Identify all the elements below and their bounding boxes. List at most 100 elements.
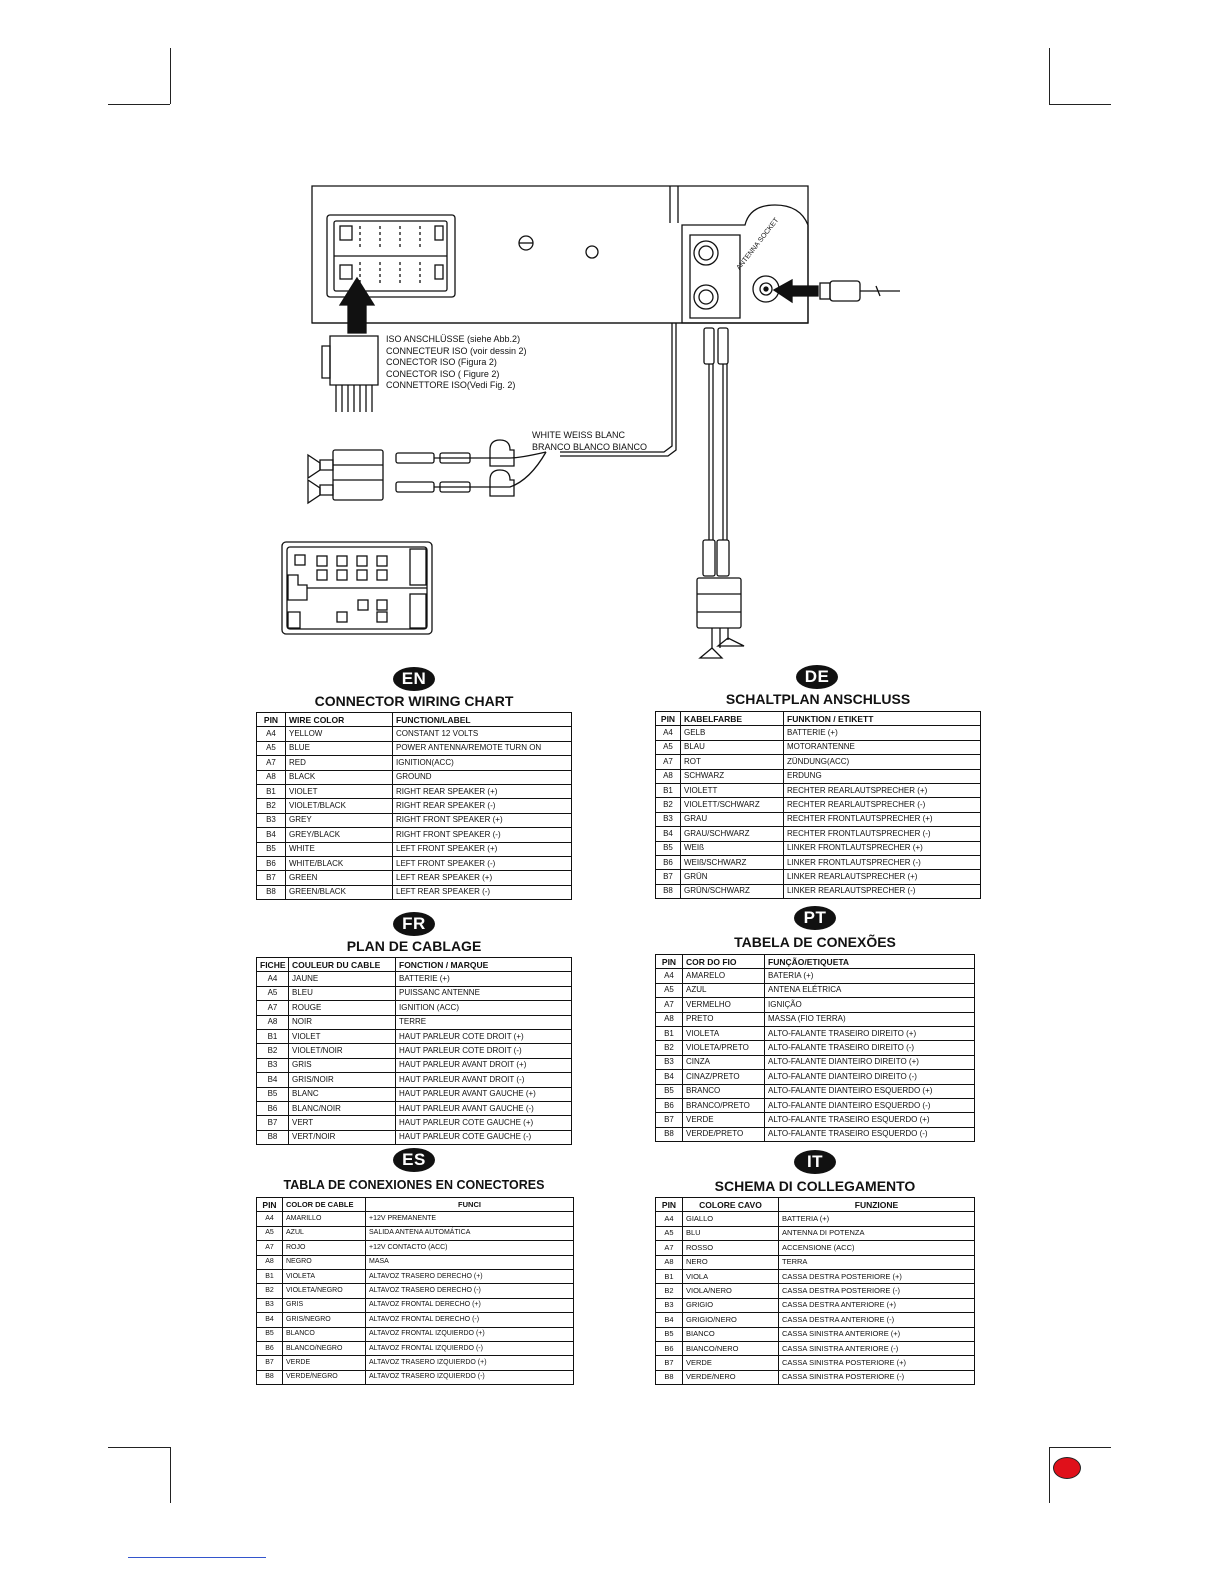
pin-cell: B6 (655, 854, 681, 871)
function-cell: +12V PREMANENTE (365, 1211, 574, 1227)
function-cell: MASSA (FIO TERRA) (764, 1011, 975, 1027)
pin-cell: A5 (256, 740, 286, 757)
badge-fr: FR (393, 912, 435, 936)
pin-cell: B2 (256, 1283, 283, 1299)
crop-mark (108, 1447, 170, 1448)
crop-mark (170, 48, 171, 104)
header-color: COLOR DE CABLE (282, 1196, 366, 1213)
wire-color-cell: BLANCO (282, 1326, 366, 1342)
function-cell: CONSTANT 12 VOLTS (392, 726, 572, 742)
wire-color-cell: NOIR (288, 1014, 396, 1030)
function-cell: ALTO-FALANTE DIANTEIRO DIREITO (+) (764, 1054, 975, 1071)
white-cable-label: BRANCO BLANCO BIANCO (532, 442, 648, 452)
wire-color-cell: SCHWARZ (680, 768, 784, 784)
function-cell: CASSA DESTRA POSTERIORE (-) (778, 1283, 975, 1299)
function-cell: ALTO-FALANTE DIANTEIRO ESQUERDO (-) (764, 1097, 975, 1114)
function-cell: CASSA SINISTRA ANTERIORE (+) (778, 1326, 975, 1342)
wire-color-cell: GREEN/BLACK (285, 884, 393, 901)
antenna-panel (681, 204, 809, 324)
rca-vertical-pair (696, 327, 745, 659)
function-cell: CASSA SINISTRA POSTERIORE (+) (778, 1355, 975, 1371)
wire-color-cell: WEIß (680, 840, 784, 856)
function-cell: RECHTER FRONTLAUTSPRECHER (-) (783, 826, 981, 842)
title-fr: PLAN DE CABLAGE (346, 938, 482, 954)
function-cell: CASSA DESTRA ANTERIORE (-) (778, 1312, 975, 1328)
badge-it: IT (794, 1150, 836, 1174)
function-cell: ALTAVOZ TRASERO IZQUIERDO (+) (365, 1355, 574, 1371)
badge-pt: PT (794, 906, 836, 930)
function-cell: LINKER FRONTLAUTSPRECHER (+) (783, 840, 981, 856)
pin-cell: B8 (256, 1129, 289, 1146)
pin-cell: A5 (256, 985, 289, 1002)
header-color: COULEUR DU CABLE (288, 956, 396, 973)
pin-cell: A8 (655, 1254, 683, 1270)
function-cell: BATTERIE (+) (783, 725, 981, 741)
wire-color-cell: GRIS (288, 1057, 396, 1074)
pin-cell: B3 (256, 1057, 289, 1074)
wire-color-cell: BLACK (285, 769, 393, 785)
function-cell: ALTAVOZ TRASERO IZQUIERDO (-) (365, 1369, 574, 1386)
pin-cell: A7 (655, 1240, 683, 1256)
function-cell: SALIDA ANTENA AUTOMÁTICA (365, 1225, 574, 1242)
crop-mark (170, 1447, 171, 1503)
header-pin: PIN (655, 710, 681, 727)
pin-cell: B3 (655, 1297, 683, 1314)
pin-cell: B4 (256, 1072, 289, 1088)
wire-color-cell: VIOLA (682, 1268, 779, 1285)
function-cell: RIGHT FRONT SPEAKER (+) (392, 812, 572, 829)
iso-socket (326, 214, 456, 298)
function-cell: HAUT PARLEUR AVANT DROIT (-) (395, 1072, 572, 1088)
iso-label: CONNETTORE ISO(Vedi Fig. 2) (386, 380, 516, 390)
header-function: FONCTION / MARQUE (395, 956, 572, 973)
wire-color-cell: GRÜN (680, 869, 784, 885)
pin-cell: B1 (256, 783, 286, 800)
crop-mark (1049, 104, 1111, 105)
function-cell: LEFT FRONT SPEAKER (+) (392, 841, 572, 857)
iso-label: ISO ANSCHLÜSSE (siehe Abb.2) (386, 334, 521, 344)
pin-cell: A4 (256, 726, 286, 742)
wire-color-cell: ROSSO (682, 1240, 779, 1256)
pin-cell: B3 (256, 812, 286, 829)
pin-cell: A8 (256, 1014, 289, 1030)
rca-cables (395, 439, 547, 497)
pin-cell: A8 (655, 1011, 683, 1027)
pin-cell: A4 (655, 1211, 683, 1227)
wire-color-cell: RED (285, 755, 393, 771)
function-cell: CASSA SINISTRA POSTERIORE (-) (778, 1369, 975, 1386)
wire-color-cell: VERMELHO (682, 997, 765, 1013)
function-cell: PUISSANC ANTENNE (395, 985, 572, 1002)
function-cell: ALTO-FALANTE DIANTEIRO ESQUERDO (+) (764, 1083, 975, 1099)
pin-cell: B6 (655, 1340, 683, 1357)
iso-plug (321, 335, 379, 412)
